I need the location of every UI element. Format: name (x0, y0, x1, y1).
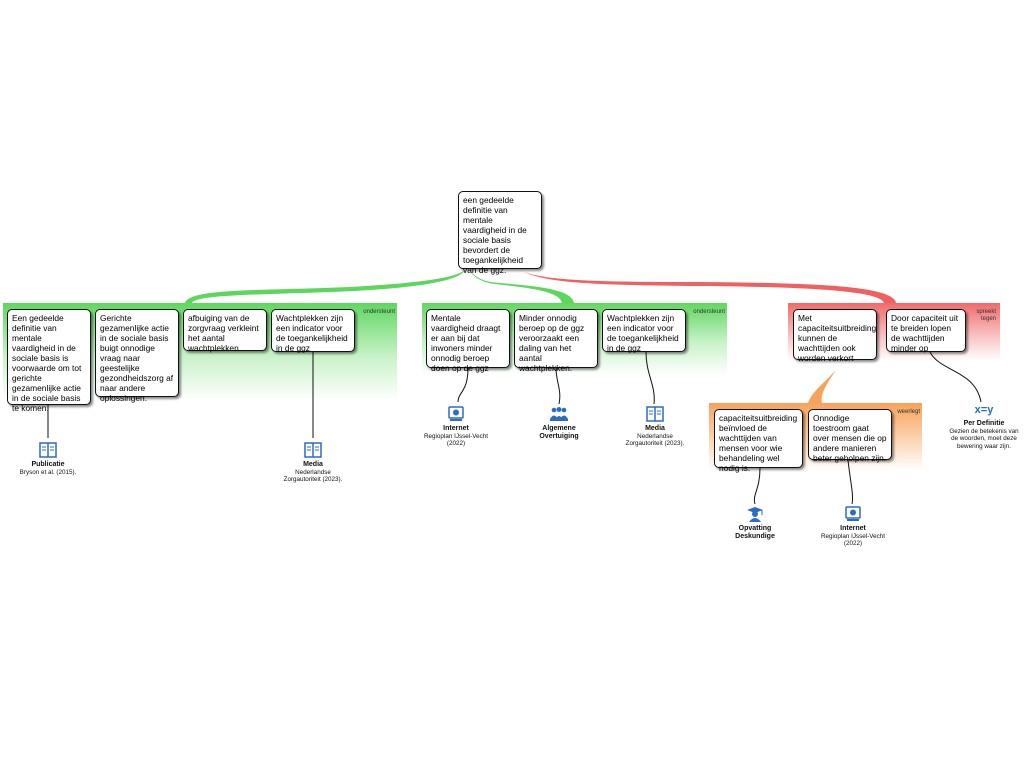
group2-box-3[interactable]: Wachtplekken zijn een indicator voor de … (602, 309, 686, 353)
source-text: Regioplan IJssel-Vecht (2022) (423, 432, 489, 448)
source-text: Gezien de betekenis van de woorden, moet… (949, 427, 1019, 450)
oppose-arrow (520, 270, 896, 303)
source-title: Media (303, 461, 323, 468)
support-arrow-2 (470, 270, 574, 303)
group1-box-1[interactable]: Een gedeelde definitie van mentale vaard… (7, 309, 91, 413)
group4-tag: weerlegt (897, 409, 920, 415)
group3-tag: spreekt tegen (976, 309, 996, 322)
group1-tag: ondersteunt (363, 309, 395, 315)
source-title: Algemene Overtuiging (539, 425, 579, 440)
group3-box-1[interactable]: Met capaciteitsuitbreiding kunnen de wac… (793, 309, 877, 363)
source-title: Publicatie (31, 461, 65, 468)
book-icon (304, 442, 322, 458)
group2-box-1[interactable]: Mentale vaardigheid draagt er aan bij da… (426, 309, 510, 373)
book-icon (39, 442, 57, 458)
source-title: Per Definitie (963, 420, 1005, 427)
computer-icon (845, 506, 861, 521)
group1-source-2[interactable]: Media Nederlandse Zorgautoriteit (2023). (278, 442, 348, 484)
group2-tag: ondersteunt (693, 309, 725, 315)
root-claim[interactable]: een gedeelde definitie van mentale vaard… (458, 191, 542, 275)
source-title: Internet (443, 425, 469, 432)
source-text: Regioplan IJssel-Vecht (2022) (820, 532, 886, 548)
source-title: Media (645, 425, 665, 432)
computer-icon (448, 406, 464, 421)
group1-box-3[interactable]: afbuiging van de zorgvraag verkleint het… (183, 309, 267, 353)
group3-source-1[interactable]: x=y Per Definitie Gezien de betekenis va… (948, 404, 1020, 450)
group2-box-2[interactable]: Minder onnodig beroep op de ggz veroorza… (514, 309, 598, 373)
xy-icon: x=y (974, 404, 994, 416)
connector-src-3 (457, 367, 469, 403)
group4-source-1[interactable]: Opvatting Deskundige (722, 506, 788, 540)
graduate-icon (747, 507, 763, 522)
connector-src-4 (555, 367, 561, 405)
support-arrow-1 (185, 270, 465, 303)
source-title: Internet (840, 525, 866, 532)
group1-source-1[interactable]: Publicatie Bryson et al. (2015). (8, 442, 88, 476)
source-text: Nederlandse Zorgautoriteit (2023). (283, 468, 343, 484)
group3-box-2[interactable]: Door capaciteit uit te breiden lopen de … (886, 309, 966, 353)
group1-box-4[interactable]: Wachtplekken zijn een indicator voor de … (271, 309, 355, 353)
source-text: Bryson et al. (2015). (19, 468, 77, 476)
source-text: Nederlandse Zorgautoriteit (2023). (625, 432, 685, 448)
connector-src-6 (753, 467, 761, 505)
group4-source-2[interactable]: Internet Regioplan IJssel-Vecht (2022) (814, 506, 892, 548)
connector-src-8 (929, 351, 982, 403)
source-title: Opvatting Deskundige (735, 525, 775, 540)
connector-src-5 (645, 351, 655, 405)
connector-src-7 (847, 459, 853, 505)
book-icon (646, 406, 664, 422)
group2-source-1[interactable]: Internet Regioplan IJssel-Vecht (2022) (418, 406, 494, 448)
group1-box-2[interactable]: Gerichte gezamenlijke actie in de social… (95, 309, 179, 403)
group4-box-1[interactable]: capaciteitsuitbreiding beïnvloed de wach… (714, 409, 803, 473)
group4-box-2[interactable]: Onnodige toestroom gaat over mensen die … (808, 409, 892, 463)
group2-source-3[interactable]: Media Nederlandse Zorgautoriteit (2023). (620, 406, 690, 448)
group2-source-2[interactable]: Algemene Overtuiging (526, 406, 592, 440)
people-icon (550, 407, 568, 421)
rebut-arrow (808, 370, 836, 403)
